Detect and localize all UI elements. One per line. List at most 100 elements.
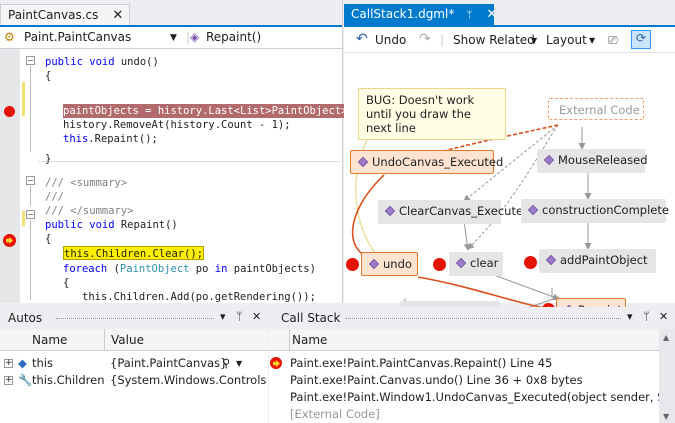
callstack-grid: Paint.exe!Paint.PaintCanvas.Repaint() Li… — [269, 329, 675, 423]
close-icon[interactable]: ✕ — [659, 310, 669, 323]
method-icon — [545, 254, 557, 266]
fold-toggle[interactable]: − — [26, 210, 35, 219]
drag-grip[interactable] — [56, 318, 214, 319]
change-marker — [22, 82, 25, 116]
table-row[interactable]: + 🔧 this.Children {System.Windows.Contro… — [0, 372, 266, 389]
scrollbar[interactable]: ▲ ▼ — [659, 329, 675, 423]
code-line: history.RemoveAt(history.Count - 1); — [63, 119, 291, 131]
variable-name: this.Children — [32, 373, 105, 387]
pin-icon[interactable]: ᛘ — [466, 10, 473, 21]
undo-icon[interactable]: ↶ — [356, 31, 368, 47]
chevron-down-icon[interactable]: ▼ — [236, 359, 243, 368]
code-line: foreach (PaintObject po in paintObjects) — [63, 263, 316, 275]
chevron-down-icon[interactable]: ▼ — [531, 36, 538, 45]
column-value[interactable]: Value — [104, 329, 144, 350]
node-undo[interactable]: undo — [361, 252, 418, 276]
autos-grid: + ◆ this {Paint.PaintCanvas} ⚲ ▼ + 🔧 thi… — [0, 351, 268, 423]
frame-text: Paint.exe!Paint.Window1.UndoCanvas_Execu… — [290, 390, 675, 404]
fold-toggle[interactable]: − — [26, 56, 35, 65]
fold-line — [30, 66, 31, 152]
node-external-code[interactable]: External Code — [548, 98, 644, 120]
redo-icon[interactable]: ↷ — [419, 31, 431, 47]
show-related-button[interactable]: Show Related — [453, 33, 535, 47]
breakpoint-gutter[interactable] — [0, 49, 20, 303]
callstack-header: Name — [269, 329, 675, 351]
divider: | — [186, 30, 191, 44]
list-item[interactable]: Paint.exe!Paint.Canvas.undo() Line 36 + … — [269, 372, 659, 389]
class-dropdown[interactable]: Paint.PaintCanvas — [24, 30, 132, 44]
search-icon[interactable]: ⚲ — [222, 356, 231, 370]
undo-button[interactable]: Undo — [375, 33, 407, 47]
fold-line — [30, 220, 31, 300]
code-line: this.Children.Add(po.getRendering()); — [82, 291, 316, 303]
breakpoint-icon[interactable] — [4, 106, 15, 117]
breakpoint-icon[interactable] — [524, 256, 537, 269]
bug-note[interactable]: BUG: Doesn't work until you draw the nex… — [358, 88, 506, 140]
column-name[interactable]: Name — [32, 333, 68, 347]
diagram-toolbar: ↶ Undo ↷ | Show Related ▼ Layout ▼ ⎚ ⟳ — [344, 27, 675, 53]
method-icon — [527, 204, 539, 216]
pane-title: Autos — [8, 311, 43, 325]
instruction-pointer-icon — [3, 234, 16, 247]
code-line: { — [45, 70, 52, 82]
diagram-tabstrip: CallStack1.dgml*ᛘ✕ — [344, 0, 675, 27]
scroll-up-icon[interactable]: ▲ — [663, 333, 670, 342]
autos-window: Autos ▾ ᛘ ✕ Name Value + ◆ this {Paint.P… — [0, 307, 268, 423]
node-clear[interactable]: clear — [449, 252, 503, 276]
current-statement: this.Children.Clear(); — [63, 246, 205, 260]
code-map-diagram: CallStack1.dgml*ᛘ✕ ↶ Undo ↷ | Show Relat… — [344, 0, 675, 325]
expand-icon[interactable]: + — [4, 358, 13, 368]
table-row[interactable]: + ◆ this {Paint.PaintCanvas} ⚲ ▼ — [0, 355, 252, 372]
breakpoint-icon[interactable] — [433, 258, 446, 271]
node-undocanvas-executed[interactable]: UndoCanvas_Executed — [350, 150, 503, 174]
layout-button[interactable]: Layout — [546, 33, 587, 47]
code-line: public void undo() — [45, 56, 159, 68]
code-editor: PaintCanvas.cs✕ ⚙ Paint.PaintCanvas ▼ | … — [0, 0, 373, 303]
code-area[interactable]: − − − public void undo() { paintObjects … — [0, 49, 373, 303]
column-name[interactable]: Name — [289, 329, 327, 350]
fold-toggle[interactable]: − — [26, 176, 35, 185]
filter-icon[interactable]: ⎚ — [608, 33, 618, 47]
list-item[interactable]: [External Code] — [269, 406, 659, 423]
class-icon: ⚙ — [4, 30, 15, 44]
property-icon: 🔧 — [18, 373, 33, 387]
node-clearcanvas-executed[interactable]: ClearCanvas_Executed — [378, 200, 530, 224]
tab-callstack-dgml[interactable]: CallStack1.dgml*ᛘ✕ — [344, 4, 498, 27]
code-line: { — [45, 233, 52, 245]
editor-tabstrip: PaintCanvas.cs✕ — [0, 0, 342, 27]
dropdown-icon[interactable]: ▾ — [220, 310, 226, 323]
node-addpaintobject[interactable]: addPaintObject — [539, 249, 656, 273]
pin-icon[interactable]: ᛘ — [236, 310, 243, 323]
code-line: public void Repaint() — [45, 219, 178, 231]
frame-text: Paint.exe!Paint.PaintCanvas.Repaint() Li… — [290, 356, 553, 370]
sync-icon[interactable]: ⟳ — [631, 30, 651, 49]
drag-grip[interactable] — [345, 318, 621, 319]
close-icon[interactable]: ✕ — [486, 7, 498, 22]
tab-paintcanvas-cs[interactable]: PaintCanvas.cs✕ — [0, 4, 131, 25]
diagram-canvas[interactable]: BUG: Doesn't work until you draw the nex… — [344, 53, 675, 329]
navigation-bar: ⚙ Paint.PaintCanvas ▼ | ◈ Repaint() — [0, 27, 342, 49]
variable-value: {System.Windows.Controls — [110, 373, 267, 387]
pin-icon[interactable]: ᛘ — [643, 310, 650, 323]
variable-value: {Paint.PaintCanvas} — [110, 356, 228, 370]
breakpoint-icon[interactable] — [346, 258, 359, 271]
node-mousereleased[interactable]: MouseReleased — [537, 149, 648, 173]
close-icon[interactable]: ✕ — [252, 310, 262, 323]
callstack-window: Call Stack ▾ ᛘ ✕ Name Paint.exe!Paint.Pa… — [269, 307, 675, 423]
member-dropdown[interactable]: Repaint() — [206, 30, 262, 44]
close-icon[interactable]: ✕ — [112, 8, 124, 23]
node-constructioncomplete[interactable]: constructionComplete — [521, 199, 669, 223]
code-line: { — [63, 277, 70, 289]
list-item[interactable]: Paint.exe!Paint.Window1.UndoCanvas_Execu… — [269, 389, 675, 406]
frame-text: Paint.exe!Paint.Canvas.undo() Line 36 + … — [290, 373, 583, 387]
list-item[interactable]: Paint.exe!Paint.PaintCanvas.Repaint() Li… — [269, 355, 659, 372]
pane-title: Call Stack — [281, 311, 341, 325]
expand-icon[interactable]: + — [4, 375, 13, 385]
chevron-down-icon[interactable]: ▼ — [589, 36, 596, 45]
scroll-down-icon[interactable]: ▼ — [663, 412, 670, 421]
dropdown-icon[interactable]: ▾ — [627, 310, 633, 323]
frame-text: [External Code] — [290, 407, 380, 421]
comment-line: /// — [45, 191, 64, 203]
change-marker — [22, 211, 25, 226]
chevron-down-icon[interactable]: ▼ — [170, 33, 177, 43]
